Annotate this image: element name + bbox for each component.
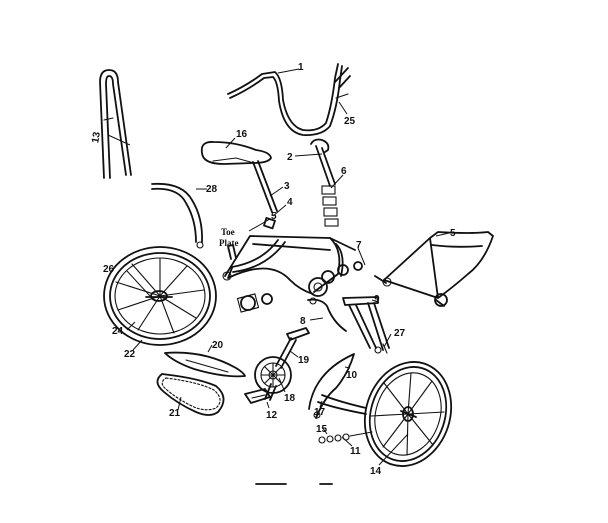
callout-brake-arm: 8 [300, 316, 306, 327]
callout-chain-guard: 20 [212, 340, 224, 351]
callout-seat-clamp: 4 [287, 197, 293, 208]
crank-set [254, 327, 310, 401]
callout-frame-left: 5 [271, 211, 277, 222]
callout-pedal-crank: 19 [298, 355, 310, 366]
sissy-bar [99, 69, 132, 179]
callout-front-fender: 10 [346, 370, 358, 381]
pedal [244, 388, 271, 404]
callout-valve: 27 [394, 328, 406, 339]
stem [310, 138, 336, 187]
rear-fender [151, 182, 204, 249]
callout-fork: 9 [374, 294, 380, 305]
toe-plate-label-top: Toe [221, 227, 235, 237]
leader-lines [107, 68, 450, 466]
callout-labels: 1 25 2 6 3 4 5 7 5 9 8 27 10 16 13 28 26… [90, 62, 456, 477]
toe-plate-label-bottom: Plate [219, 238, 239, 248]
callout-rear-tire: 22 [124, 349, 136, 360]
bottom-bracket-bearings [236, 261, 363, 313]
callout-chain: 21 [169, 408, 181, 419]
chain [156, 373, 225, 416]
callout-seat-post: 3 [284, 181, 290, 192]
callout-bearing-set: 7 [356, 240, 362, 251]
main-frame [222, 235, 356, 297]
valve-stem [382, 343, 388, 354]
brake-arm [307, 297, 347, 332]
callout-spoke: 24 [112, 326, 124, 337]
callout-grip: 25 [344, 116, 356, 127]
callout-crank: 18 [284, 393, 296, 404]
main-frame-alt [374, 231, 494, 307]
callout-fender-brace: 17 [314, 407, 326, 418]
saddle [200, 141, 272, 165]
callout-handlebar: 1 [298, 62, 304, 73]
callout-rear-hub: 26 [103, 264, 115, 275]
callout-stem: 2 [287, 152, 293, 163]
handlebar [227, 63, 351, 136]
front-fork [342, 296, 390, 354]
callout-sissy-bar: 13 [90, 131, 103, 144]
callout-head-bearings: 6 [341, 166, 347, 177]
rear-wheel [103, 246, 217, 346]
callout-axle-nuts: 11 [350, 446, 361, 457]
callout-axle-parts: 15 [316, 424, 328, 435]
front-wheel [363, 361, 453, 467]
callout-frame-right: 5 [450, 228, 456, 239]
callout-rear-fender: 28 [206, 184, 218, 195]
head-bearings [321, 185, 339, 227]
callout-saddle: 16 [236, 129, 248, 140]
callout-pedal: 12 [266, 410, 278, 421]
chain-guard [164, 351, 246, 378]
callout-front-wheel: 14 [370, 466, 382, 477]
